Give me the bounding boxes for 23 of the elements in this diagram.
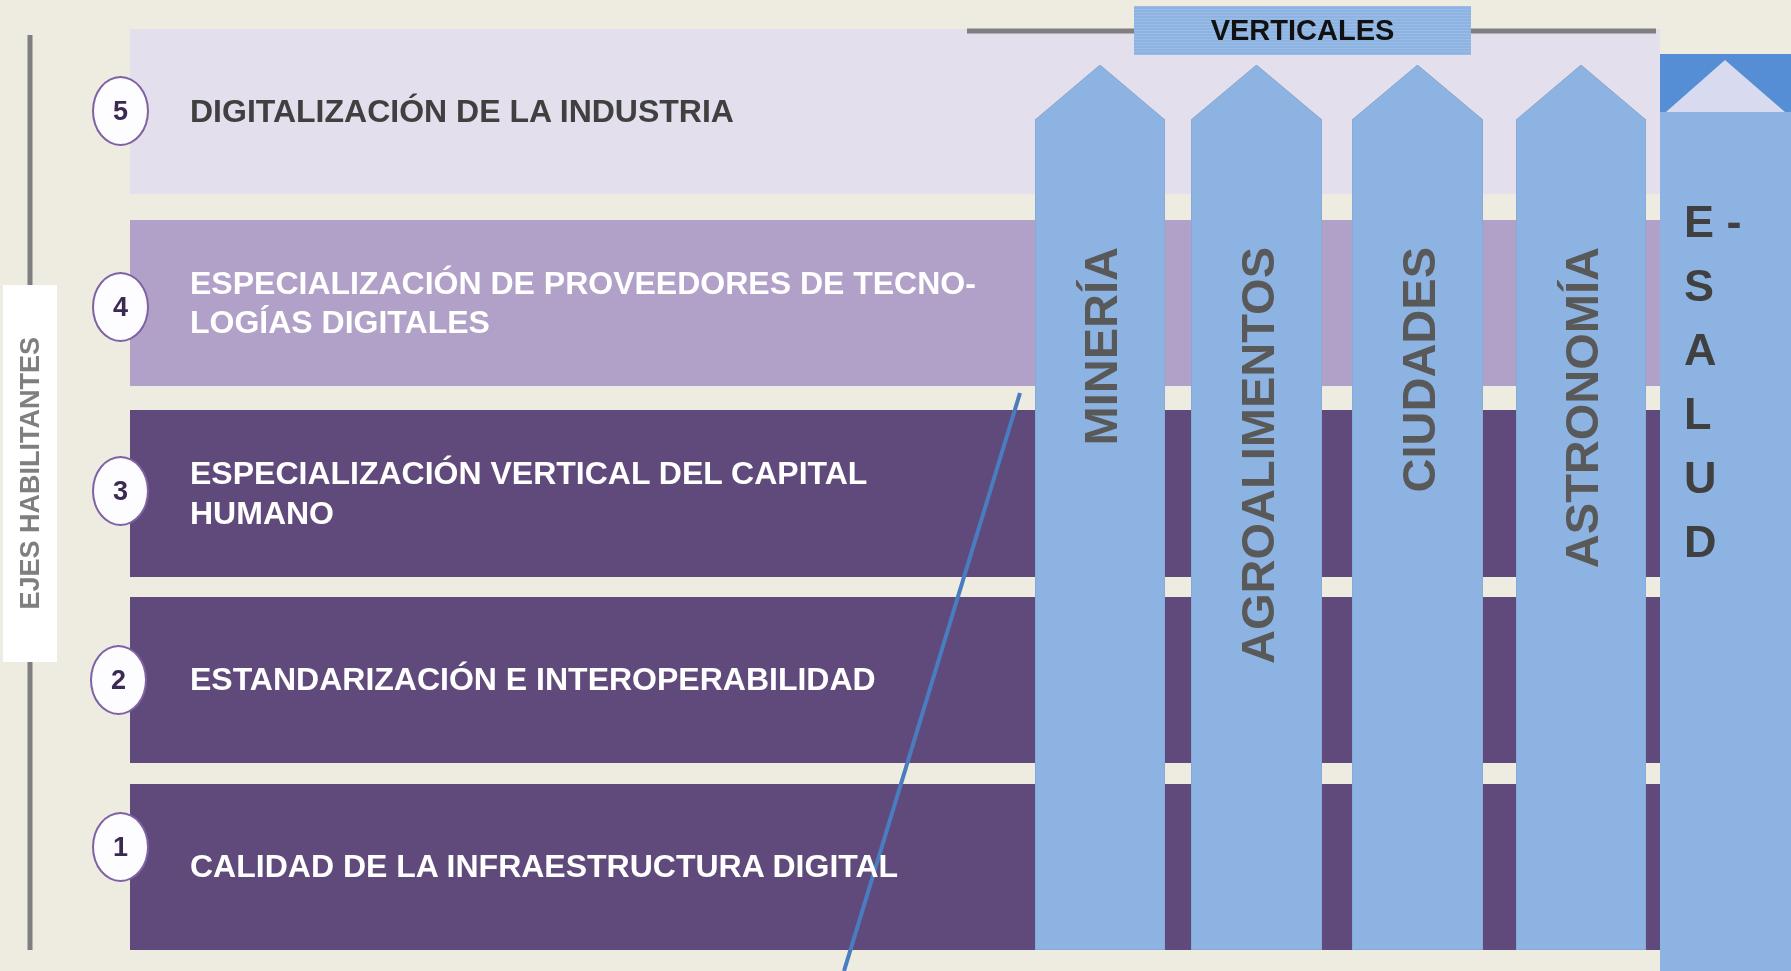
number-circle: 3 bbox=[92, 456, 149, 526]
vertical-column bbox=[1660, 54, 1791, 971]
vertical-label: ASTRONOMÍA bbox=[1553, 247, 1609, 569]
number-circle: 2 bbox=[90, 645, 147, 715]
band-label: ESTANDARIZACIÓN E INTEROPERABILIDAD bbox=[190, 660, 877, 700]
number-circle: 4 bbox=[92, 272, 149, 342]
upward-arrow-column bbox=[1035, 65, 1165, 950]
vertical-label: CIUDADES bbox=[1390, 247, 1445, 493]
band-label: ESPECIALIZACIÓN DE PROVEEDORES DE TECNO- LOGÍAS DIGITALES bbox=[190, 263, 977, 342]
band-label: ESPECIALIZACIÓN VERTICAL DEL CAPITAL HUMANO bbox=[190, 454, 868, 533]
axis-label: EJES HABILITANTES bbox=[14, 337, 46, 610]
upward-arrow-column bbox=[1352, 65, 1483, 950]
vertical-label: AGROALIMENTOS bbox=[1229, 247, 1284, 664]
number-circle: 1 bbox=[92, 812, 149, 882]
header-box: VERTICALES bbox=[1134, 6, 1471, 55]
band-label: CALIDAD DE LA INFRAESTRUCTURA DIGITAL bbox=[190, 847, 900, 887]
vertical-label: E - S A L U D bbox=[1684, 195, 1743, 569]
axis-label-box bbox=[3, 285, 57, 662]
upward-arrow-column bbox=[1516, 65, 1646, 950]
band-label: DIGITALIZACIÓN DE LA INDUSTRIA bbox=[190, 92, 735, 131]
number-circle: 5 bbox=[92, 76, 149, 146]
upward-arrow-column bbox=[1191, 65, 1322, 950]
vertical-label: MINERÍA bbox=[1072, 247, 1128, 446]
